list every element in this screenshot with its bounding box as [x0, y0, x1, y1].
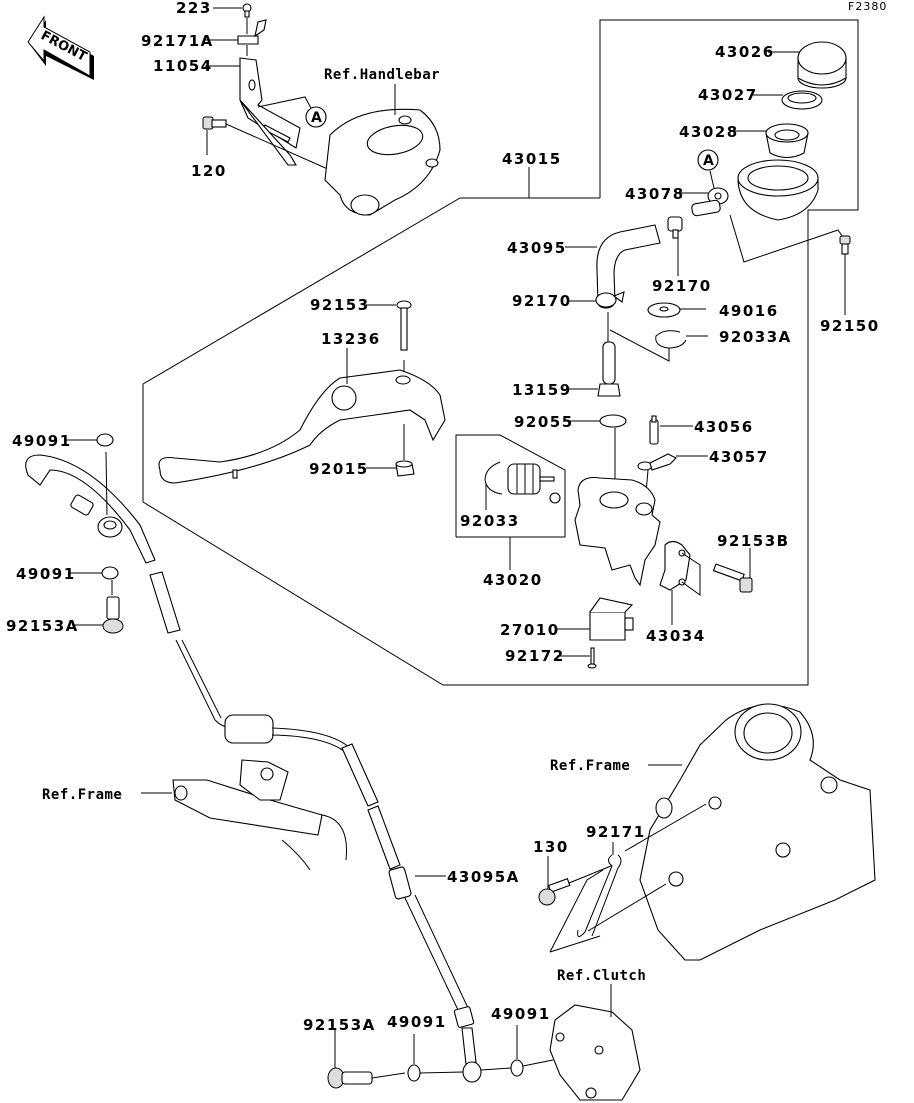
part-label-43026: 43026: [715, 43, 775, 61]
cap-43057: [637, 453, 677, 471]
ref-marker-a-left: [305, 106, 327, 128]
part-label-92171A: 92171A: [141, 32, 214, 50]
part-label-92153A-lower: 92153A: [303, 1016, 376, 1034]
part-label-92055: 92055: [514, 413, 574, 431]
part-label-120: 120: [191, 162, 227, 180]
washer-49091-bottom-right: [510, 1059, 524, 1077]
bolt-130: [538, 878, 571, 906]
screw-92172: [587, 647, 597, 669]
part-label-92153B: 92153B: [717, 532, 790, 550]
reservoir-cap-43026: [797, 41, 847, 89]
frame-head-right: [639, 703, 876, 961]
part-label-43095: 43095: [507, 239, 567, 257]
ref-marker-a-right: [697, 149, 719, 171]
reservoir-43078: [691, 159, 819, 221]
clip-92170-upper: [667, 216, 683, 239]
ref-label-handlebar: Ref.Handlebar: [324, 67, 440, 83]
part-label-49091-bottom-right: 49091: [491, 1005, 551, 1023]
part-label-43057: 43057: [709, 448, 769, 466]
part-label-27010: 27010: [500, 621, 560, 639]
part-label-130: 130: [533, 838, 569, 856]
part-label-49016: 49016: [719, 302, 779, 320]
part-label-49091-top: 49091: [12, 432, 72, 450]
washer-49091-middle: [101, 566, 119, 580]
diaphragm-43028: [765, 123, 809, 159]
bolt-92150: [839, 235, 851, 255]
part-label-223: 223: [176, 0, 212, 17]
washer-49016: [647, 302, 681, 318]
clip-92170-lower: [595, 291, 625, 308]
piston-kit: [484, 461, 561, 504]
part-label-92153: 92153: [310, 296, 370, 314]
svg-text:A: A: [703, 153, 714, 169]
part-label-13159: 13159: [512, 381, 572, 399]
part-label-92033A: 92033A: [719, 328, 792, 346]
svg-text:A: A: [311, 110, 322, 126]
clamp-92171: [577, 854, 622, 937]
nut-92015: [395, 460, 415, 477]
diaphragm-plate-43027: [781, 90, 823, 110]
banjo-bolt-92153A-upper: [102, 596, 124, 634]
part-label-92170-upper: 92170: [652, 277, 712, 295]
part-label-43034: 43034: [646, 627, 706, 645]
clutch-slave-cylinder: [549, 1004, 641, 1101]
clamp-43034: [659, 540, 691, 591]
bolt-92153B: [712, 563, 753, 593]
bolt-120: [202, 116, 227, 130]
bleeder-valve-43056: [649, 415, 659, 445]
washer-49091-top: [96, 433, 114, 447]
part-label-13236: 13236: [321, 330, 381, 348]
ref-label-clutch: Ref.Clutch: [557, 968, 646, 984]
diagram-code: F2380: [848, 0, 887, 13]
handlebar-switch-housing: [324, 108, 441, 216]
part-label-43078: 43078: [625, 185, 685, 203]
part-label-43020: 43020: [483, 571, 543, 589]
assembly-43015-outline: [142, 197, 809, 686]
part-label-92172: 92172: [505, 647, 565, 665]
part-label-43028: 43028: [679, 123, 739, 141]
bracket-11054: [239, 57, 301, 166]
banjo-bolt-92153A-lower: [327, 1067, 373, 1089]
clamp-92171A: [237, 19, 267, 45]
clutch-hose-43095A: [25, 454, 482, 1083]
part-label-49091-middle: 49091: [16, 565, 76, 583]
part-label-43015: 43015: [502, 150, 562, 168]
circlip-92033A: [655, 330, 687, 349]
part-label-92033: 92033: [460, 512, 520, 530]
banjo-upper: [97, 516, 123, 538]
assembly-43020-outline: [455, 434, 566, 538]
part-label-92171: 92171: [586, 823, 646, 841]
ref-label-frame-right: Ref.Frame: [550, 758, 630, 774]
part-label-11054: 11054: [153, 57, 213, 75]
clutch-lever-13236: [158, 369, 446, 484]
ref-label-frame-left: Ref.Frame: [42, 787, 122, 803]
part-label-92170-lower: 92170: [512, 292, 572, 310]
master-cylinder-body: [574, 476, 661, 587]
screw-223: [242, 3, 252, 18]
switch-27010: [589, 597, 634, 641]
hose-fitting-13159: [597, 341, 621, 397]
part-label-43095A: 43095A: [447, 868, 520, 886]
oring-92055: [599, 414, 627, 428]
pivot-bolt-92153: [396, 300, 412, 351]
part-label-49091-bottom-left: 49091: [387, 1013, 447, 1031]
front-arrow-icon: FRONT: [27, 15, 94, 80]
part-label-92150: 92150: [820, 317, 880, 335]
washer-49091-bottom-left: [407, 1064, 421, 1082]
part-label-92153A-upper: 92153A: [6, 617, 79, 635]
part-label-92015: 92015: [309, 460, 369, 478]
part-label-43056: 43056: [694, 418, 754, 436]
part-label-43027: 43027: [698, 86, 758, 104]
frame-bracket-left: [172, 759, 347, 871]
